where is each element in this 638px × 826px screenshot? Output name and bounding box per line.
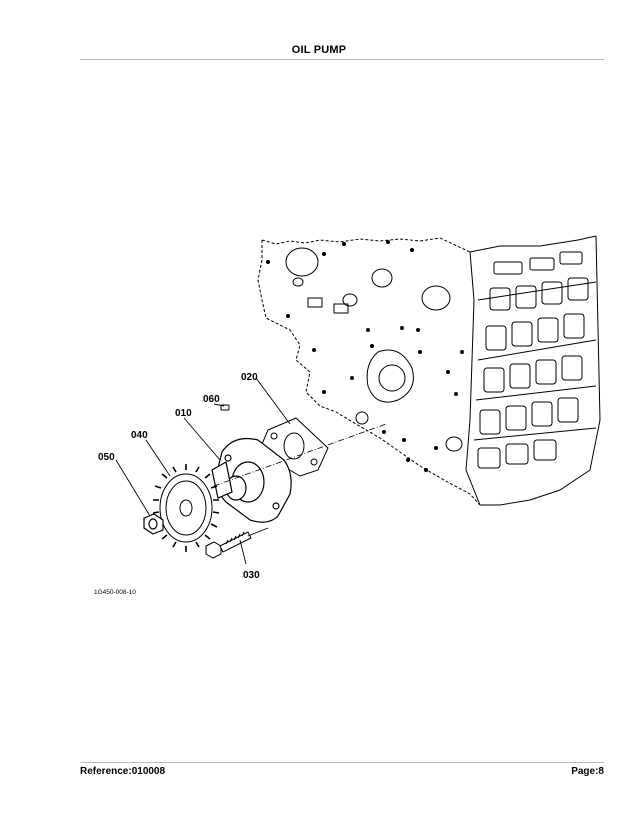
bolt-030-drawing [205,531,252,559]
callout-060: 050 [98,452,115,463]
figure-code: 1G450-008-10 [94,589,136,596]
drive-gear-040-drawing [152,464,220,552]
callout-050: 060 [203,394,220,405]
reference-label: Reference:010008 [80,766,166,777]
callout-040: 040 [131,430,148,441]
callout-020: 020 [241,372,258,383]
header-divider [80,59,604,60]
page-title: OIL PUMP [291,44,347,56]
engine-block-drawing [257,235,601,506]
footer-divider [80,762,604,763]
oil-pump-body-drawing [211,437,292,523]
callout-010: 010 [175,408,192,419]
page-number: Page:8 [571,766,604,777]
nut-060-drawing [143,513,164,535]
assembly-center-line [213,423,387,537]
callout-030: 030 [243,570,260,581]
callout-leader-lines [115,377,291,565]
